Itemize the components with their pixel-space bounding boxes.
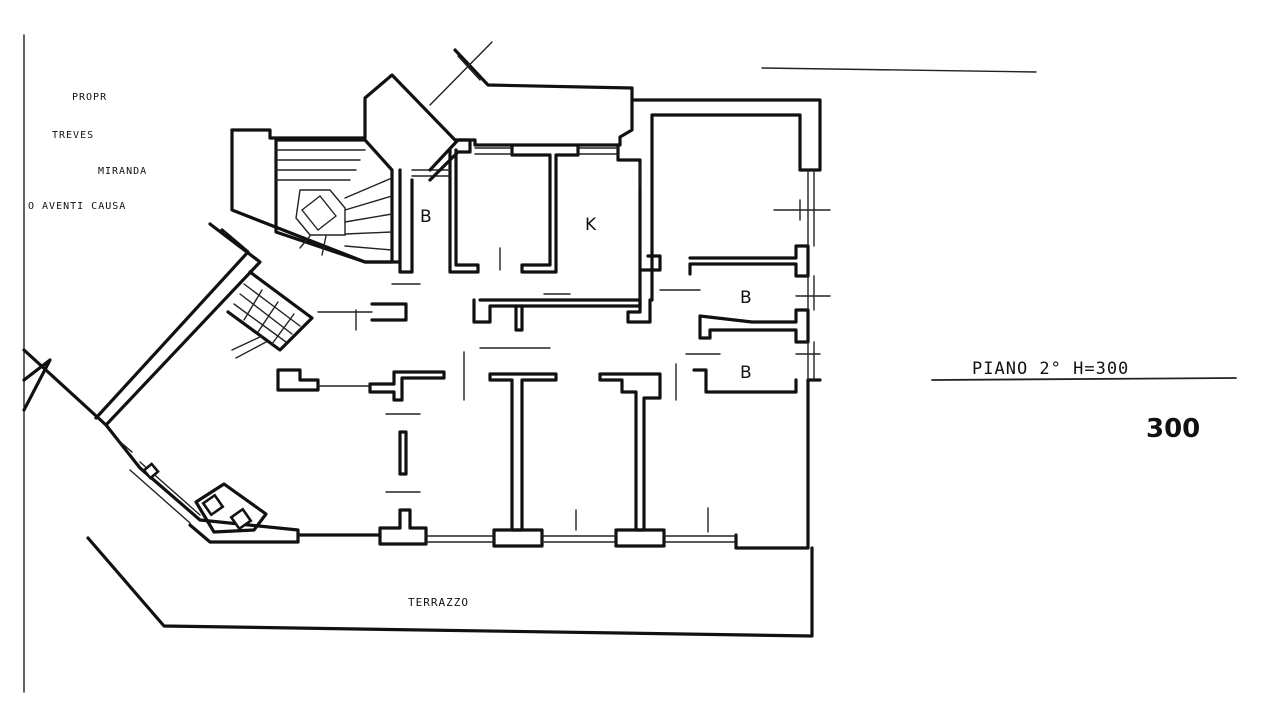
owner-note-line-4: O AVENTI CAUSA	[28, 201, 126, 212]
top-right-line	[761, 67, 1037, 73]
door-marks	[117, 163, 831, 533]
main-staircase	[274, 138, 394, 264]
owner-note-line-2: TREVES	[52, 130, 94, 141]
room-label-bath-1: B	[420, 207, 432, 227]
terrace-outline	[86, 536, 814, 638]
room-label-bath-3: B	[740, 363, 752, 383]
owner-note-line-1: PROPR	[72, 92, 107, 103]
secondary-staircase	[226, 270, 314, 359]
corner-bay	[428, 41, 493, 182]
room-label-bath-2: B	[740, 288, 752, 308]
room-label-kitchen: K	[585, 215, 597, 235]
owner-note-line-3: MIRANDA	[98, 166, 147, 177]
floor-label-underline	[931, 377, 1237, 381]
interior-walls	[276, 143, 810, 548]
terrace-label: TERRAZZO	[408, 596, 469, 609]
terrace-planters	[142, 462, 268, 534]
height-note: 300	[1146, 414, 1200, 444]
floor-label: PIANO 2° H=300	[972, 359, 1129, 379]
outer-walls	[22, 48, 822, 550]
